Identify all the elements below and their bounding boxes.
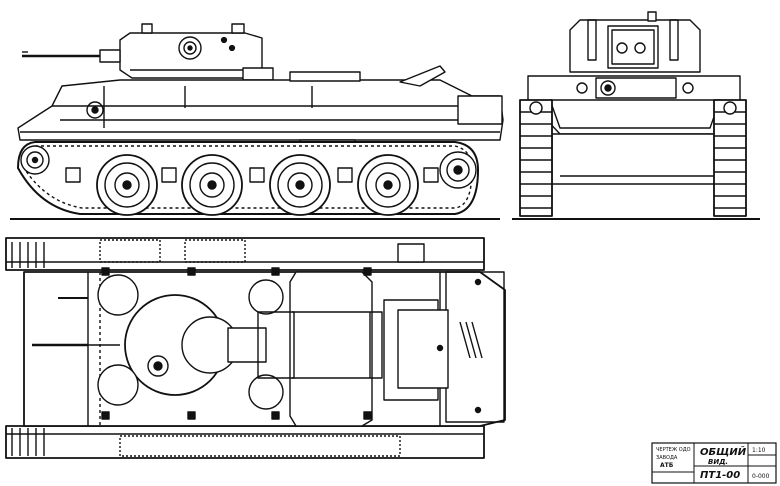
top-hatch: [97, 274, 284, 410]
front-turret: [569, 11, 701, 73]
top-view: [5, 237, 506, 459]
front-track: [519, 99, 553, 217]
side-road-wheel: [181, 154, 243, 216]
front-hull: [527, 75, 741, 185]
side-view: [10, 23, 504, 220]
scale-label: 1:10: [752, 447, 766, 454]
drawing-subtitle: ВИД.: [708, 458, 728, 466]
top-track: [5, 425, 485, 459]
sheet-number: 0-000: [752, 473, 770, 480]
drawing-designation: ПТ1-00: [700, 470, 740, 481]
side-suspension: [65, 167, 439, 183]
side-road-wheel: [96, 154, 158, 216]
front-view: [512, 11, 760, 220]
title-block: ЧЕРТЕЖ ОДО ЗАВОДА АТБ ОБЩИЙ ВИД. 1:10 ПТ…: [651, 442, 777, 484]
side-turret: [22, 23, 274, 81]
drawing-title: ОБЩИЙ: [700, 445, 747, 458]
stamp-small-line: ЧЕРТЕЖ ОДО: [656, 447, 691, 453]
front-track: [713, 99, 747, 217]
stamp-small-line: АТБ: [660, 462, 674, 469]
stamp-small-line: ЗАВОДА: [656, 455, 678, 461]
top-engine-deck: [257, 271, 483, 427]
top-fitting: [101, 267, 482, 420]
top-turret: [60, 294, 267, 396]
side-road-wheel: [357, 154, 419, 216]
side-road-wheel: [269, 154, 331, 216]
